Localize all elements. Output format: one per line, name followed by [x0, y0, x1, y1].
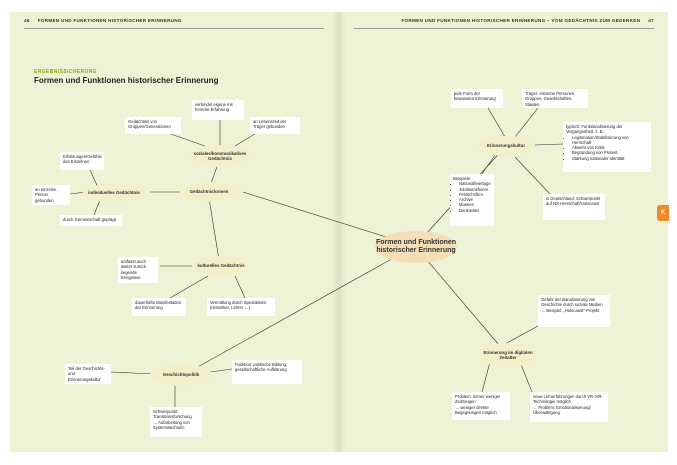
neue-sub-text: Problem: Emotionalisierung/ Überwältigun… — [533, 404, 591, 415]
schwerpunkt-sub-text: Aufarbeitung von Systemwechseln — [153, 419, 190, 430]
left-running-head: 46 FORMEN UND FUNKTIONEN HISTORISCHER ERI… — [16, 18, 182, 23]
list-item: Begründung von Protest — [572, 150, 648, 155]
box-typisch: typisch: Funktionalisierung der Vergange… — [563, 122, 651, 172]
beispiele-title: Beispiele: — [453, 176, 472, 181]
right-page — [338, 12, 668, 452]
list-item: Museen — [459, 202, 491, 207]
left-page-number: 46 — [24, 18, 30, 23]
box-vermittlung: Vermittlung durch Spezialisten (Historik… — [207, 298, 275, 316]
box-gruppen: Gedächtnis von Gruppen/Generationen — [125, 117, 181, 134]
box-erfahrungen: Erfahrungen/Gefühle des Einzelnen — [60, 152, 104, 170]
box-jede-form: jede Form der bewussten Erinnerung — [451, 89, 503, 108]
node-individuelles-gedaechtnis: individuelles Gedächtnis — [83, 184, 145, 202]
node-soziales-gedaechtnis: soziales/kommunikatives Gedächtnis — [190, 145, 250, 167]
problem-sub: → weniger direkte Begegnungen möglich — [455, 405, 507, 416]
typisch-title: typisch: Funktionalisierung der Vergange… — [566, 124, 623, 135]
mindmap-connectors — [69, 107, 564, 407]
node-erinnerung-digital: Erinnerung im digitalen Zeitalter — [479, 343, 537, 367]
neue-text: neue Lernerfahrungen durch VR-/AR-Techno… — [533, 394, 603, 405]
list-item: Abwehr von Kritik — [572, 145, 648, 150]
box-person: an einzelne Person gebunden — [32, 185, 70, 205]
left-running-head-text: FORMEN UND FUNKTIONEN HISTORISCHER ERINN… — [37, 18, 182, 23]
beispiele-list: Nationalfeiertage Jubiläumsfeiern Festsc… — [453, 181, 491, 213]
box-deutschland: in Deutschland: Schwerpunkt auf NS-Herrs… — [543, 194, 605, 220]
typisch-list: Legitimation/Stabilisierung von Herrscha… — [566, 135, 648, 161]
box-traeger: Träger: einzelne Personen, Gruppen, Gese… — [522, 89, 588, 108]
box-neue: neue Lernerfahrungen durch VR-/AR-Techno… — [530, 392, 608, 422]
right-header-rule — [354, 28, 654, 29]
box-problem: Problem: immer weniger Zeitzeugen → weni… — [452, 392, 510, 420]
chapter-tab[interactable]: K — [657, 205, 669, 221]
box-gemeinschaft: durch Gemeinschaft geprägt — [60, 215, 122, 226]
gefahr-sub-text: Beispiel: „Holocaust“-Projekt — [546, 307, 600, 313]
arrow-right-icon: → — [153, 419, 159, 425]
center-node: Formen und Funktionen historischer Erinn… — [375, 231, 457, 263]
box-manifestation: dauerhafte Manifestation der Erinnerung — [132, 298, 186, 316]
gefahr-sub: → Beispiel: „Holocaust“-Projekt — [541, 308, 607, 313]
section-label: ERGEBNISSICHERUNG — [34, 69, 97, 75]
problem-sub-text: weniger direkte Begegnungen möglich — [455, 404, 497, 415]
node-geschichtspolitik: Geschichtspolitik — [150, 364, 212, 386]
arrow-right-icon: → — [455, 404, 461, 410]
right-page-number: 47 — [648, 18, 654, 23]
right-running-head-text: FORMEN UND FUNKTIONEN HISTORISCHER ERINN… — [401, 18, 641, 23]
list-item: Festschriften — [459, 192, 491, 197]
list-item: Legitimation/Stabilisierung von Herrscha… — [572, 135, 648, 146]
list-item: Jubiläumsfeiern — [459, 187, 491, 192]
arrow-right-icon: → — [533, 404, 539, 410]
box-schwerpunkt: Schwerpunkt: Transitionsforschung → Aufa… — [150, 407, 202, 437]
book-spread: 46 FORMEN UND FUNKTIONEN HISTORISCHER ERI… — [10, 12, 669, 452]
problem-text: Problem: immer weniger Zeitzeugen — [455, 394, 501, 405]
box-gefahr: Gefahr der Banalisierung von Geschichte … — [538, 295, 610, 327]
box-verbindet: verbindet eigene mit fremder Erfahrung — [192, 100, 244, 120]
schwerpunkt-text: Schwerpunkt: Transitionsforschung — [153, 409, 192, 420]
box-funktion: Funktion: politische Bildung, gesellscha… — [232, 360, 302, 384]
box-teil: Teil der Geschichts- und Erinnerungskult… — [65, 364, 111, 384]
node-gedaechtnisformen: Gedächtnisformen — [180, 182, 238, 202]
box-umfasst: umfasst auch weiter zurück-liegende Erei… — [118, 257, 158, 283]
list-item: Archive — [459, 197, 491, 202]
box-lebenszeit: an Lebenszeit der Träger gebunden — [250, 117, 300, 134]
list-item: Denkmäler — [459, 208, 491, 213]
right-running-head: FORMEN UND FUNKTIONEN HISTORISCHER ERINN… — [401, 18, 662, 23]
left-header-rule — [24, 28, 324, 29]
list-item: Stärkung nationaler Identität — [572, 156, 648, 161]
gefahr-text: Gefahr der Banalisierung von Geschichte … — [541, 297, 603, 308]
section-title: Formen und Funktionen historischer Erinn… — [34, 76, 219, 85]
list-item: Nationalfeiertage — [459, 181, 491, 186]
box-beispiele: Beispiele: Nationalfeiertage Jubiläumsfe… — [450, 174, 494, 226]
page-gutter — [332, 12, 346, 452]
arrow-right-icon: → — [541, 307, 547, 313]
node-kulturelles-gedaechtnis: kulturelles Gedächtnis — [192, 256, 250, 276]
schwerpunkt-sub: → Aufarbeitung von Systemwechseln — [153, 420, 199, 431]
node-erinnerungskultur: Erinnerungskultur — [477, 136, 535, 156]
neue-sub: → Problem: Emotionalisierung/ Überwältig… — [533, 405, 605, 416]
